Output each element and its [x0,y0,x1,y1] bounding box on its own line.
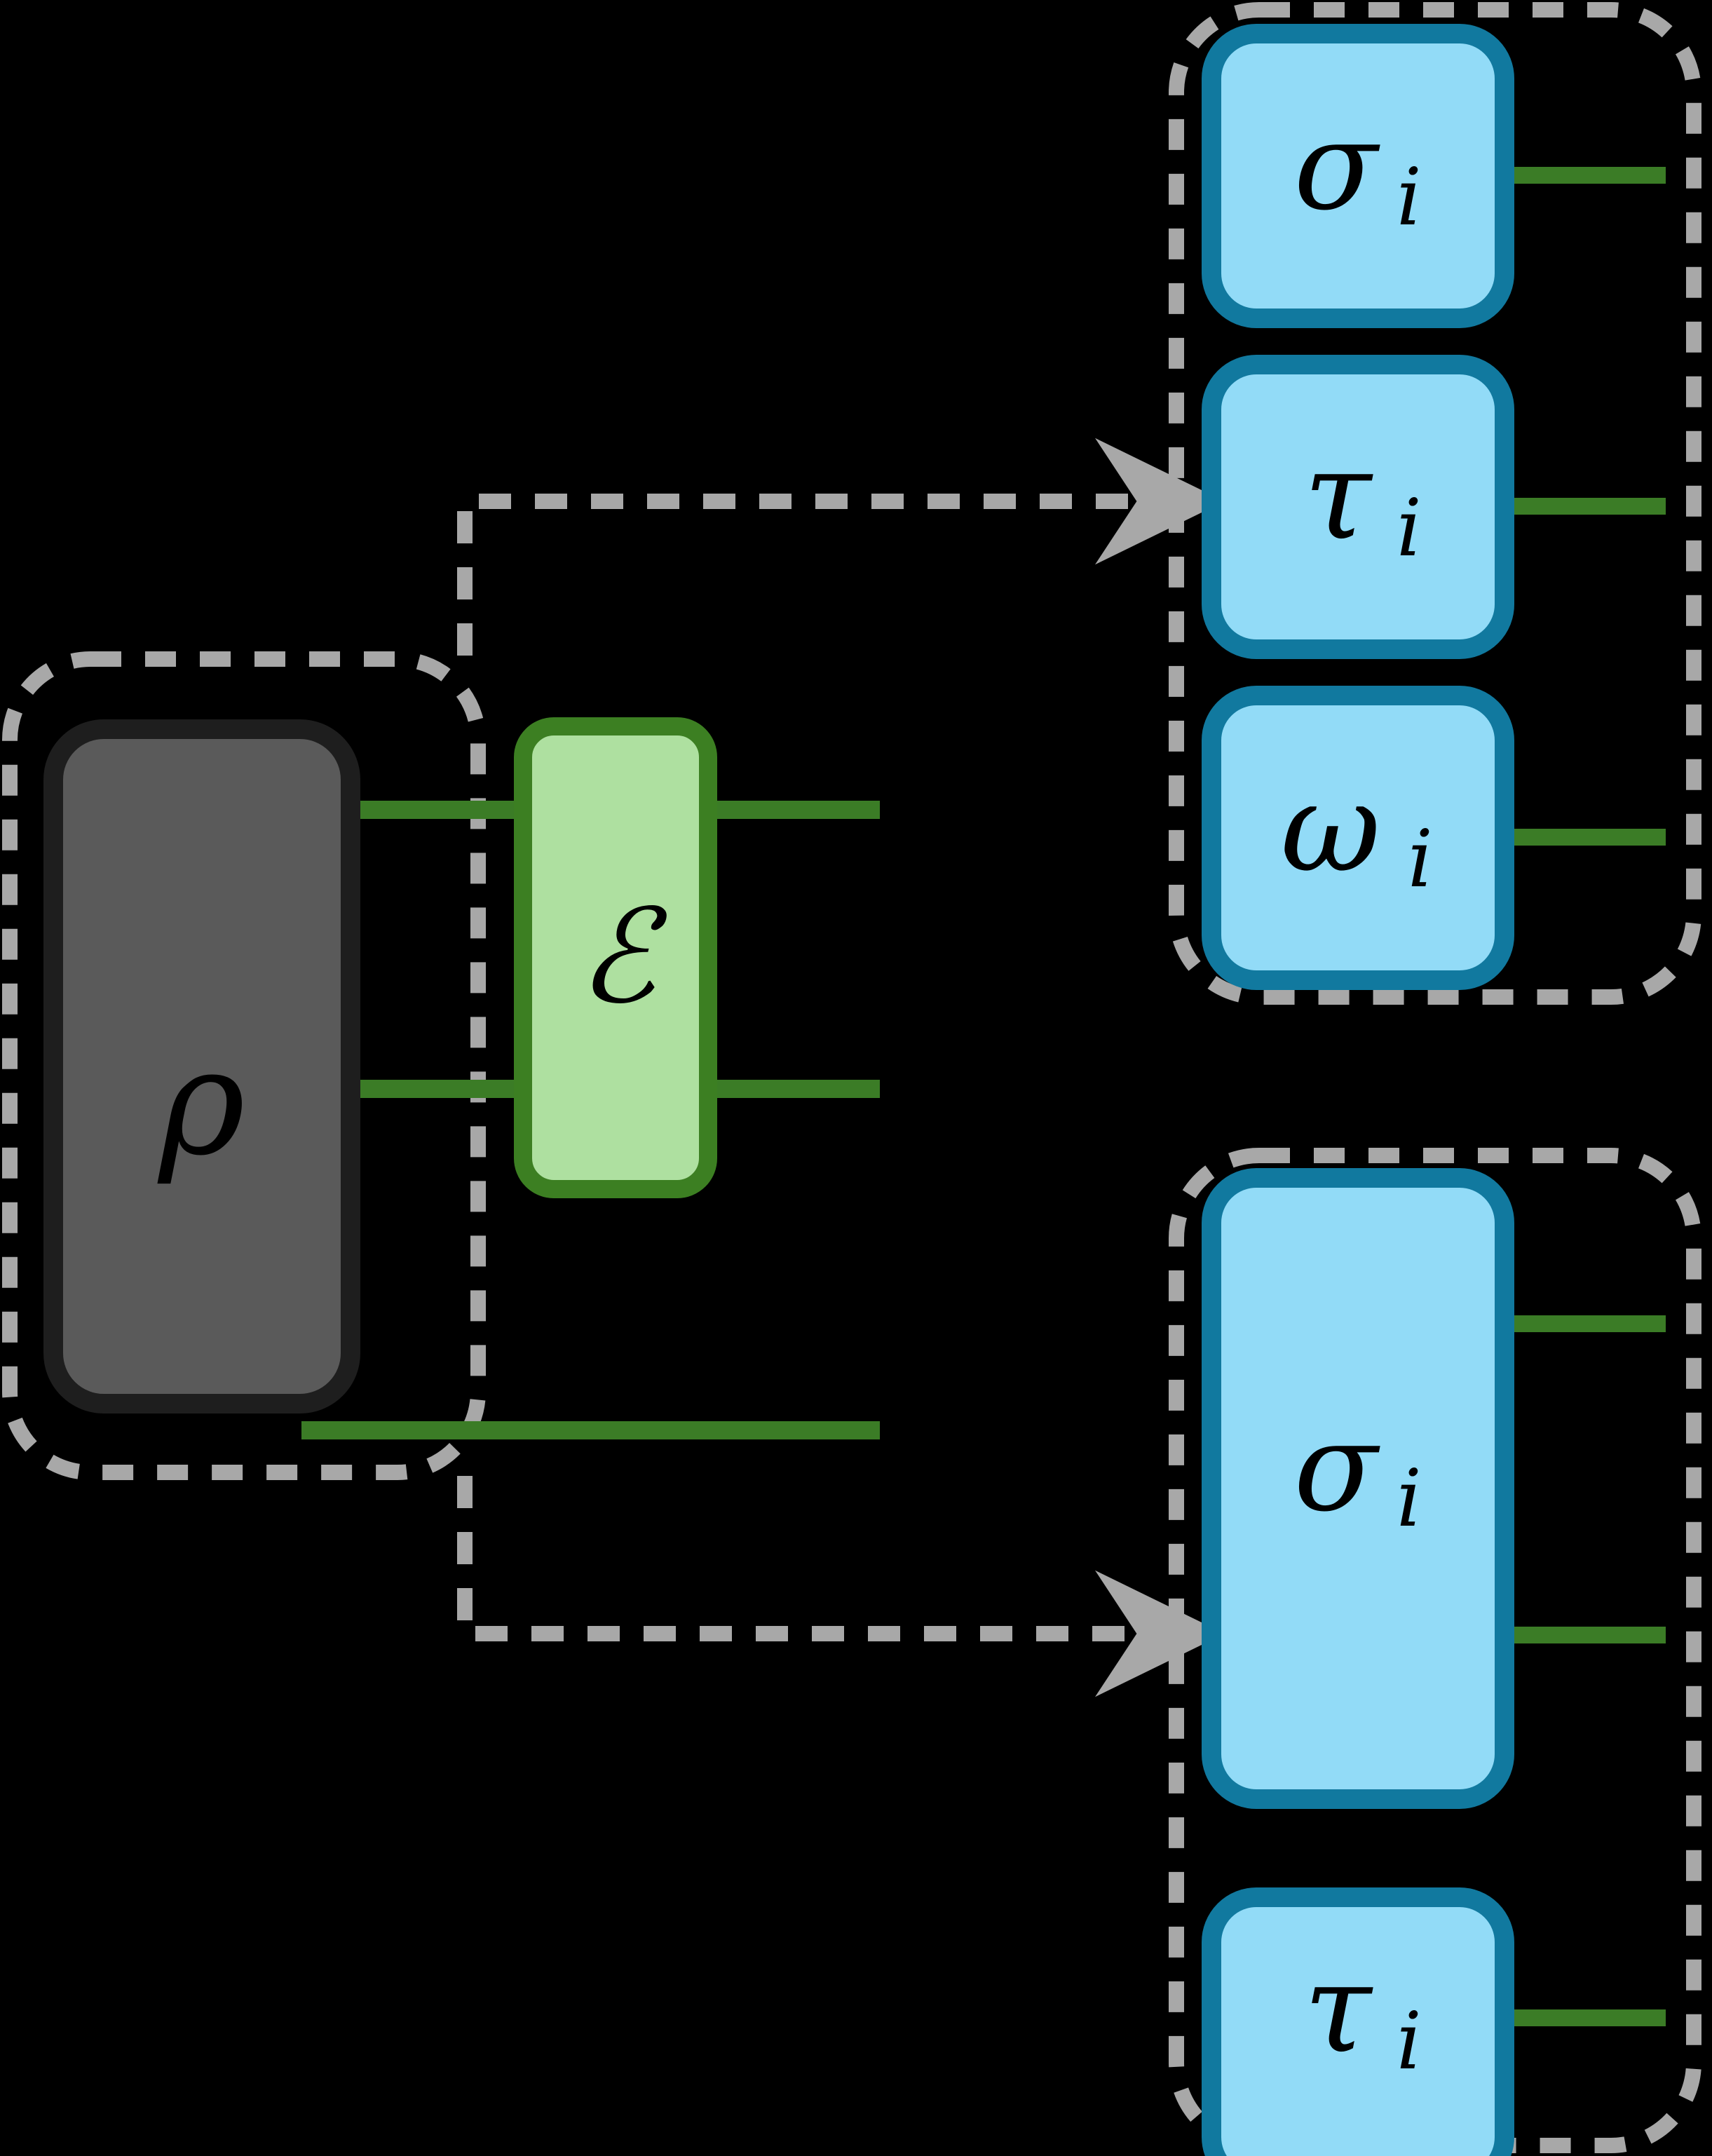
measure-box-top-2[interactable]: ω i [1202,686,1514,990]
measure-box-top-1-shape [1202,355,1514,659]
channel-box-epsilon[interactable]: ℰ [514,717,717,1198]
top-outcome-group: σ i τ i ω i [1169,2,1701,1005]
measure-box-bottom-1-shape [1202,1887,1514,2156]
channel-box-epsilon-shape [514,717,717,1198]
state-box-rho[interactable]: ρ [43,719,360,1413]
bottom-outcome-group: σ i τ i [1169,1148,1701,2156]
measure-box-top-2-shape [1202,686,1514,990]
measure-box-bottom-1-label: τ [1304,1938,1374,2080]
measure-box-top-0-label: σ [1293,95,1380,238]
arrow-lower-path [457,1476,1225,1697]
measure-box-bottom-0-shape [1202,1168,1514,1809]
measure-box-top-0-subscript: i [1397,152,1422,243]
measure-box-top-2-subscript: i [1408,814,1433,905]
source-group: ρ ℰ [2,651,880,1480]
measure-box-bottom-0[interactable]: σ i [1202,1168,1514,1809]
measure-box-top-2-label: ω [1281,757,1381,900]
measure-box-bottom-0-subscript: i [1397,1453,1422,1545]
arrow-upper-path [457,438,1225,656]
channel-box-epsilon-label: ℰ [578,881,668,1032]
arrow-source-to-bottom-outcome [457,438,1225,656]
measure-box-top-0[interactable]: σ i [1202,24,1514,328]
measure-box-bottom-1[interactable]: τ i [1202,1887,1514,2156]
state-box-rho-label: ρ [157,1017,245,1188]
state-box-rho-shape [43,719,360,1413]
measure-box-top-1[interactable]: τ i [1202,355,1514,659]
measure-box-top-1-label: τ [1304,425,1374,567]
measure-box-bottom-0-label: σ [1293,1397,1380,1539]
measure-box-bottom-1-subscript: i [1397,1996,1422,2087]
source-group-dashed-border [2,651,486,1480]
measure-box-top-1-subscript: i [1397,483,1422,574]
top-outcome-group-dashed-border [1169,2,1701,1005]
measure-box-top-0-shape [1202,24,1514,328]
arrow-source-to-top-outcome [457,1476,1225,1697]
